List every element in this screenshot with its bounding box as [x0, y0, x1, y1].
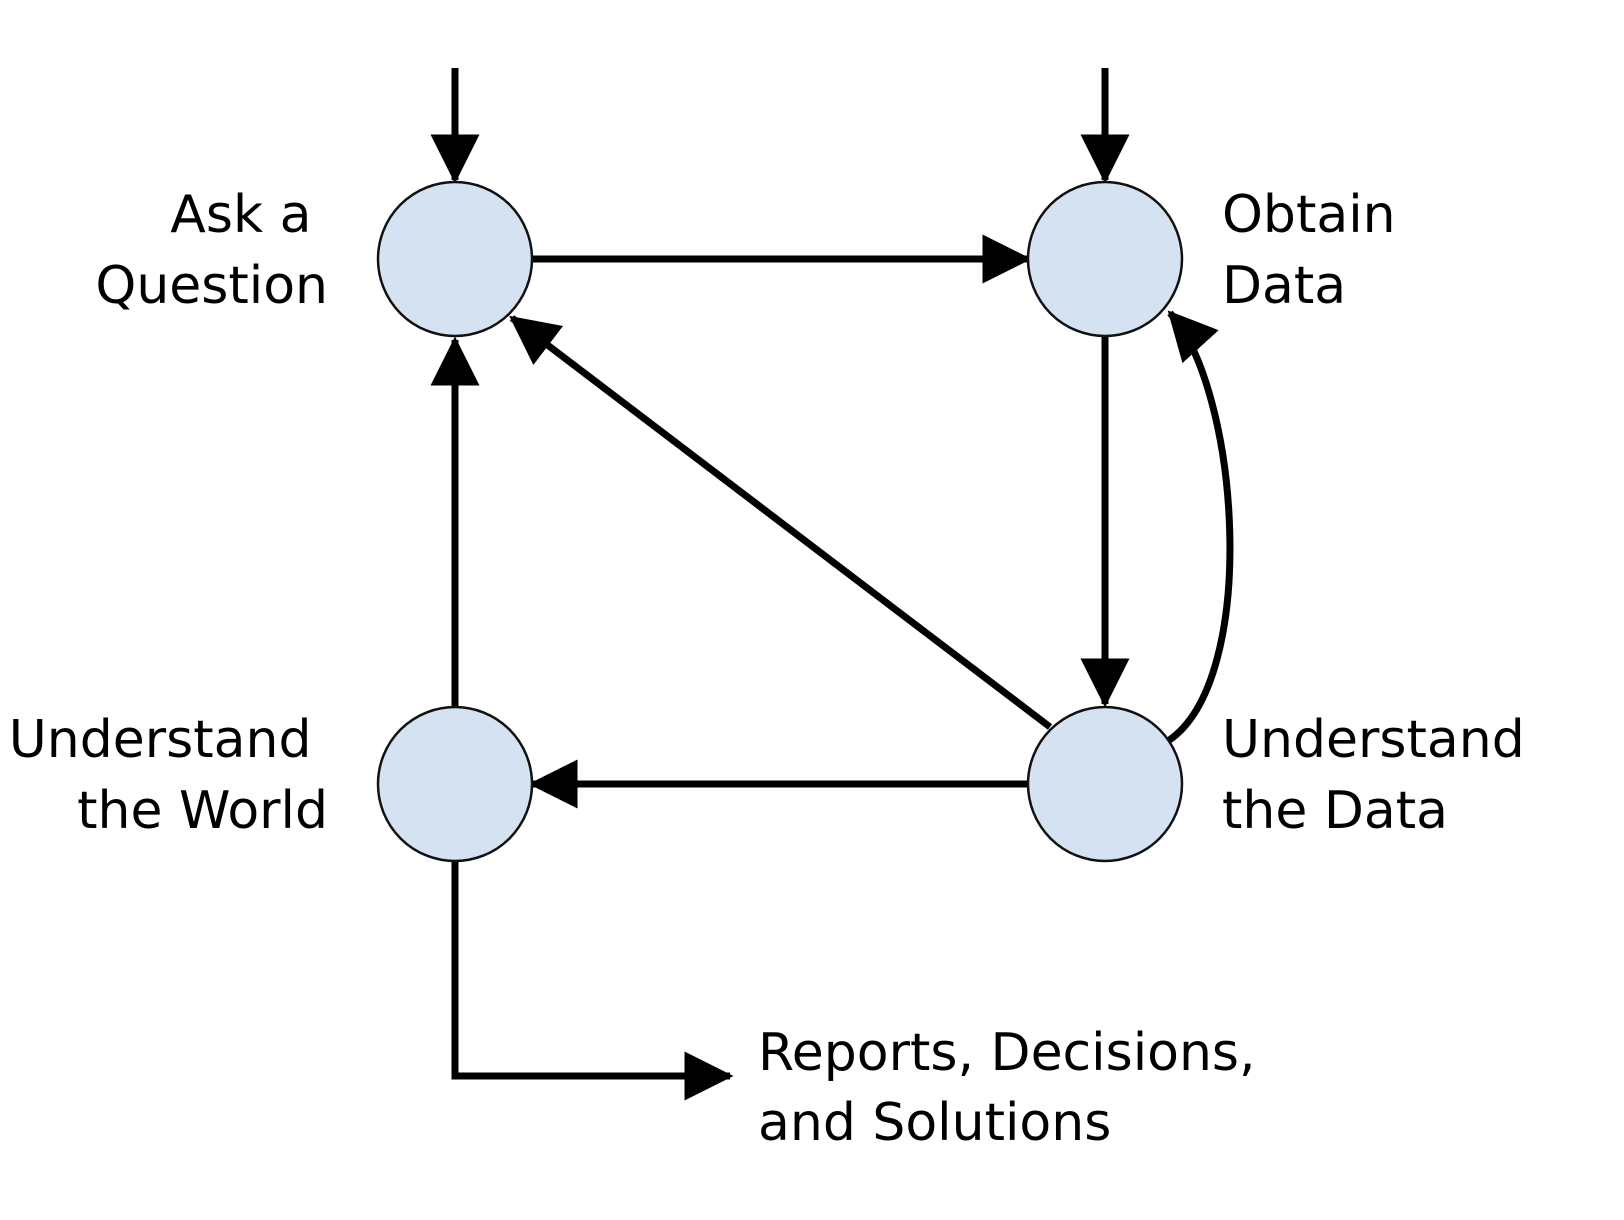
node-understand-data [1026, 705, 1184, 863]
node-ask-question [376, 180, 534, 338]
label-understand-data-line1: Understand [1222, 710, 1525, 770]
label-understand-world-line1: Understand [9, 710, 312, 770]
arrow-world-to-output [451, 862, 734, 1101]
label-understand-world-line2: the World [77, 781, 328, 841]
label-output-line2: and Solutions [758, 1093, 1111, 1153]
label-obtain-data-line1: Obtain [1222, 185, 1396, 245]
label-ask-question: Ask a Question [95, 185, 328, 316]
label-ask-question-line1: Ask a [170, 185, 311, 245]
label-understand-data-line2: the Data [1222, 781, 1448, 841]
label-obtain-data-line2: Data [1222, 256, 1346, 316]
label-understand-data: Understand the Data [1222, 710, 1541, 841]
label-understand-world: Understand the World [9, 710, 328, 841]
label-output-line1: Reports, Decisions, [758, 1023, 1256, 1083]
label-obtain-data: Obtain Data [1222, 185, 1412, 316]
label-ask-question-line2: Question [95, 256, 328, 316]
arrow-understand-data-to-obtain [1166, 310, 1234, 744]
node-obtain-data [1026, 180, 1184, 338]
arrow-understand-data-to-ask [509, 315, 1053, 730]
node-understand-world [376, 705, 534, 863]
label-output: Reports, Decisions, and Solutions [758, 1023, 1272, 1153]
